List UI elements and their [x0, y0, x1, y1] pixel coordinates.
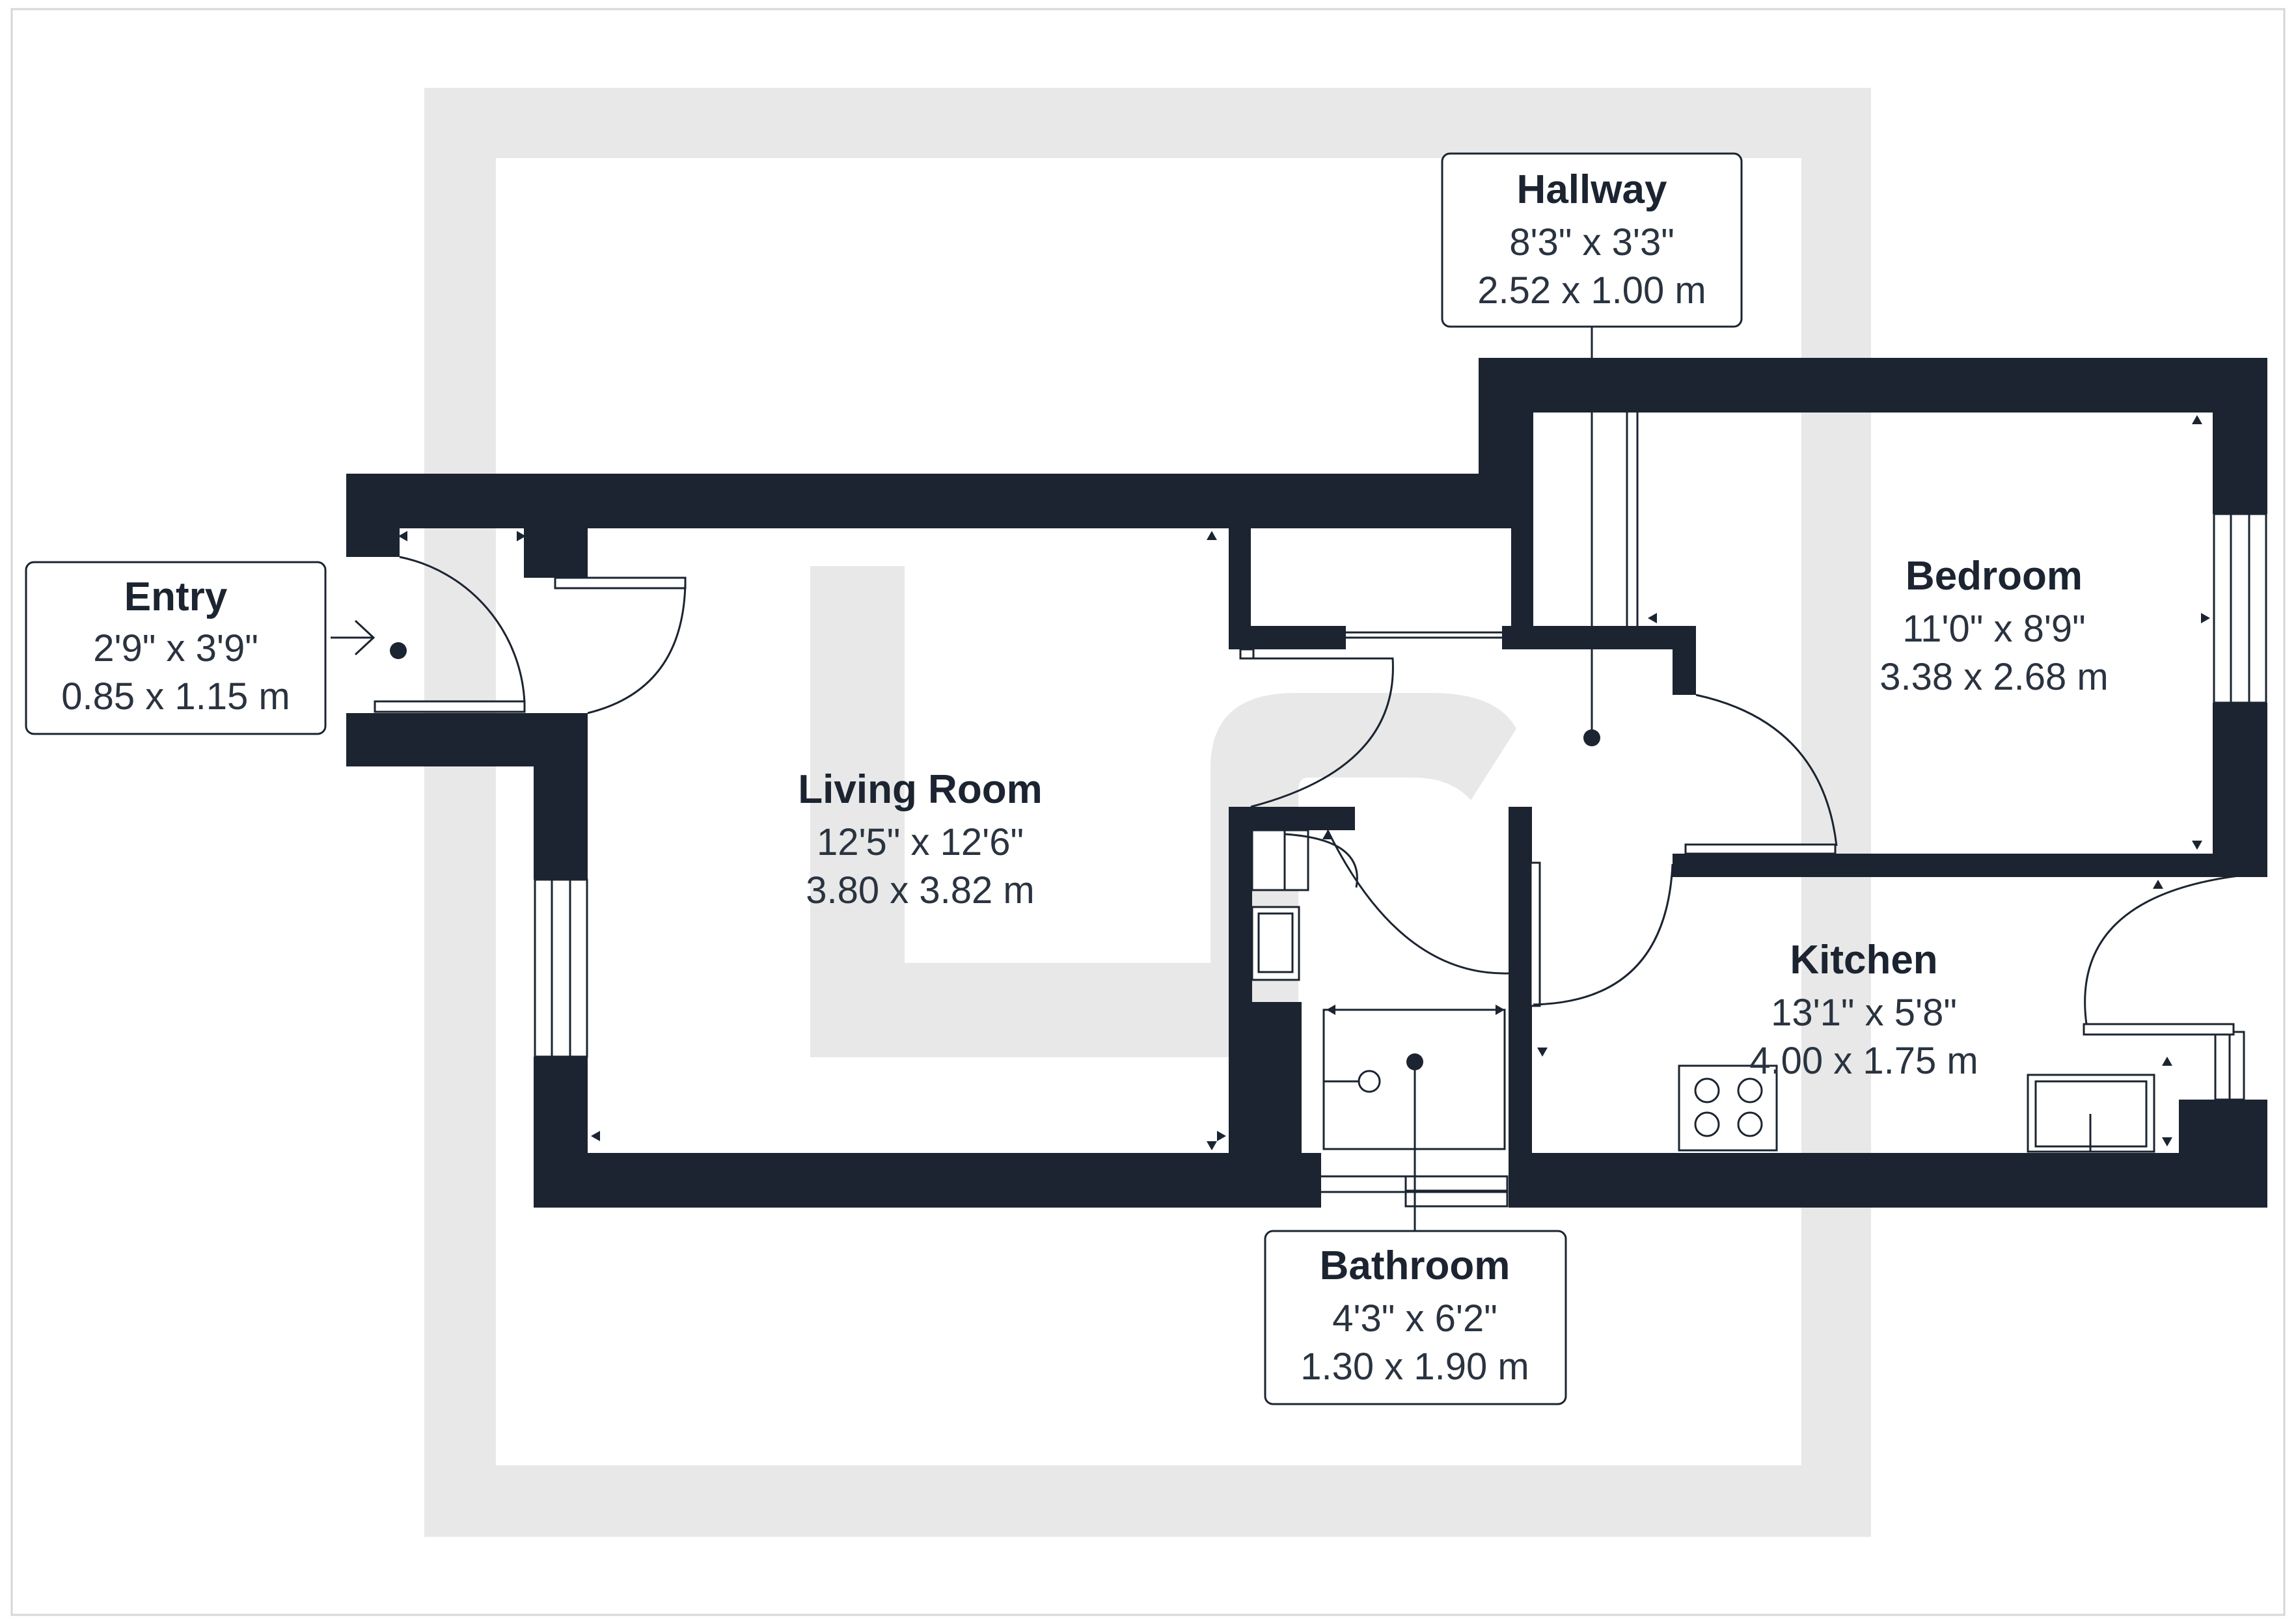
room-name: Bathroom	[1320, 1243, 1510, 1288]
dimension-markers	[398, 415, 2210, 1150]
fixtures	[1251, 829, 2155, 1153]
room-name: Hallway	[1517, 167, 1667, 212]
page-border	[10, 8, 2286, 1616]
room-metric: 4.00 x 1.75 m	[1749, 1040, 1978, 1082]
room-living-room: Living Room 12'5" x 12'6" 3.80 x 3.82 m	[798, 767, 1042, 912]
room-metric: 3.80 x 3.82 m	[806, 869, 1034, 912]
room-imperial: 12'5" x 12'6"	[817, 821, 1024, 863]
room-imperial: 8'3" x 3'3"	[1509, 221, 1674, 264]
walls	[346, 358, 2267, 1208]
label-leaders	[331, 327, 1600, 1231]
room-metric: 0.85 x 1.15 m	[61, 675, 290, 718]
bathroom-point	[1406, 1053, 1423, 1070]
room-metric: 3.38 x 2.68 m	[1879, 656, 2108, 698]
room-entry: Entry 2'9" x 3'9" 0.85 x 1.15 m	[61, 575, 290, 718]
room-imperial: 13'1" x 5'8"	[1771, 992, 1957, 1034]
hallway-label-box	[1441, 152, 1743, 328]
room-hallway: Hallway 8'3" x 3'3" 2.52 x 1.00 m	[1477, 167, 1706, 312]
room-imperial: 11'0" x 8'9"	[1902, 608, 2086, 650]
windows	[534, 513, 2267, 1208]
room-kitchen: Kitchen 13'1" x 5'8" 4.00 x 1.75 m	[1749, 938, 1978, 1082]
hallway-point	[1583, 729, 1600, 746]
washbasin	[1251, 906, 1300, 981]
entrance-arrow-icon	[331, 619, 376, 656]
room-imperial: 4'3" x 6'2"	[1332, 1297, 1497, 1340]
bathroom-label-box	[1264, 1230, 1567, 1405]
room-bathroom: Bathroom 4'3" x 6'2" 1.30 x 1.90 m	[1300, 1243, 1529, 1388]
room-name: Bedroom	[1906, 554, 2083, 599]
entry-point	[390, 642, 407, 659]
room-name: Entry	[124, 575, 228, 619]
room-bedroom: Bedroom 11'0" x 8'9" 3.38 x 2.68 m	[1879, 554, 2108, 698]
entry-label-box	[25, 561, 327, 735]
room-name: Living Room	[798, 767, 1042, 812]
room-metric: 1.30 x 1.90 m	[1300, 1346, 1529, 1388]
room-imperial: 2'9" x 3'9"	[93, 627, 258, 670]
cooker-hob	[1678, 1064, 1778, 1152]
room-name: Kitchen	[1790, 938, 1937, 982]
room-metric: 2.52 x 1.00 m	[1477, 269, 1706, 312]
